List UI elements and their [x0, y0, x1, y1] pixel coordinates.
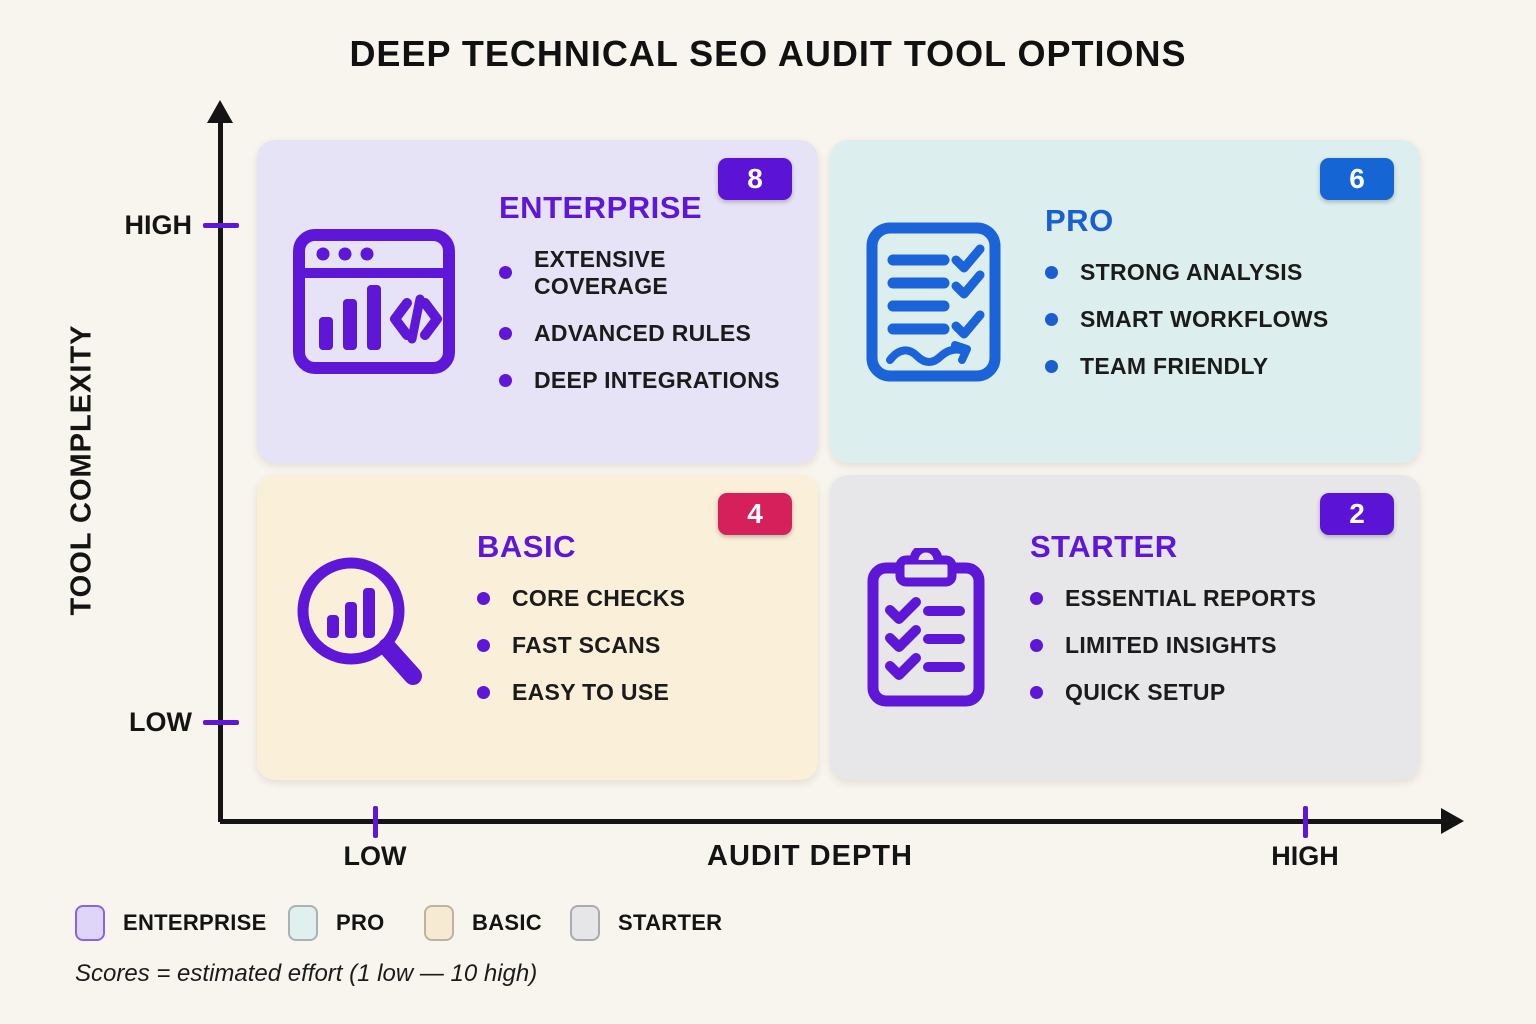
bullet-text: FAST SCANS: [512, 632, 661, 658]
bullet-dot: [1030, 639, 1043, 652]
clipboard-checklist-icon: [866, 543, 986, 708]
y-axis-label-high: HIGH: [124, 210, 193, 240]
bullet-list: CORE CHECKS FAST SCANS EASY TO USE: [477, 585, 685, 706]
quadrant-card-enterprise: 8 ENTERPRISE EXTENSIVE COVERAGE ADVANCED…: [257, 140, 818, 463]
bullet-text: LIMITED INSIGHTS: [1065, 632, 1277, 658]
legend-label: PRO: [336, 910, 385, 935]
bullet-item: STRONG ANALYSIS: [1045, 259, 1329, 286]
card-title: ENTERPRISE: [499, 189, 703, 225]
bullet-dot: [499, 326, 512, 340]
bullet-list: ESSENTIAL REPORTS LIMITED INSIGHTS QUICK…: [1030, 585, 1316, 706]
bullet-text: ADVANCED RULES: [534, 319, 752, 346]
bullet-list: STRONG ANALYSIS SMART WORKFLOWS TEAM FRI…: [1045, 259, 1329, 380]
legend-item-enterprise: ENTERPRISE: [75, 905, 267, 941]
bullet-dot: [1045, 360, 1058, 373]
legend-item-starter: STARTER: [570, 905, 722, 941]
bullet-item: DEEP INTEGRATIONS: [499, 367, 782, 394]
x-axis-label-high: HIGH: [1271, 841, 1339, 871]
y-axis-label-low: LOW: [129, 707, 192, 737]
legend-label: BASIC: [472, 910, 542, 935]
x-axis-title: AUDIT DEPTH: [707, 840, 913, 872]
bullet-text: STRONG ANALYSIS: [1080, 259, 1303, 285]
document-checklist-icon: [866, 222, 1001, 382]
legend-item-basic: BASIC: [424, 905, 542, 941]
bullet-item: LIMITED INSIGHTS: [1030, 632, 1316, 659]
bullet-text: SMART WORKFLOWS: [1080, 306, 1329, 332]
card-content: ENTERPRISE EXTENSIVE COVERAGE ADVANCED R…: [499, 190, 782, 414]
bullet-item: EASY TO USE: [477, 679, 685, 706]
legend-label: ENTERPRISE: [123, 910, 267, 935]
bullet-text: ESSENTIAL REPORTS: [1065, 585, 1317, 611]
bullet-list: EXTENSIVE COVERAGE ADVANCED RULES DEEP I…: [499, 246, 782, 394]
quadrant-card-starter: 2 STARTER ESSENTIAL REPORTS LIMITED INSI…: [830, 475, 1420, 780]
legend-item-pro: PRO: [288, 905, 385, 941]
bullet-item: ESSENTIAL REPORTS: [1030, 585, 1316, 612]
page-title: DEEP TECHNICAL SEO AUDIT TOOL OPTIONS: [349, 33, 1187, 74]
bullet-text: QUICK SETUP: [1065, 679, 1226, 705]
card-content: PRO STRONG ANALYSIS SMART WORKFLOWS TEAM…: [1045, 203, 1329, 400]
bullet-text: EXTENSIVE COVERAGE: [534, 245, 669, 299]
score-badge: 6: [1320, 158, 1394, 200]
y-axis-tick-low: [203, 720, 239, 725]
bullet-text: CORE CHECKS: [512, 585, 686, 611]
bullet-text: DEEP INTEGRATIONS: [534, 366, 780, 393]
bullet-dot: [1030, 686, 1043, 699]
card-content: BASIC CORE CHECKS FAST SCANS EASY TO USE: [477, 529, 685, 726]
bullet-item: CORE CHECKS: [477, 585, 685, 612]
bullet-dot: [499, 266, 512, 279]
bullet-dot: [477, 686, 490, 699]
bullet-dot: [1045, 313, 1058, 326]
x-axis-label-low: LOW: [343, 841, 407, 871]
x-axis-tick-low: [373, 806, 378, 838]
card-title: BASIC: [477, 529, 576, 564]
legend-swatch-enterprise: [75, 905, 105, 941]
bullet-item: QUICK SETUP: [1030, 679, 1316, 706]
bullet-item: TEAM FRIENDLY: [1045, 353, 1329, 380]
card-content: STARTER ESSENTIAL REPORTS LIMITED INSIGH…: [1030, 529, 1316, 726]
legend-label: STARTER: [618, 910, 723, 935]
scores-footnote: Scores = estimated effort (1 low — 10 hi…: [75, 960, 538, 987]
score-badge: 8: [718, 158, 792, 200]
legend-swatch-starter: [570, 905, 600, 941]
y-axis-line: [218, 112, 223, 822]
score-badge: 2: [1320, 493, 1394, 535]
y-axis-tick-high: [203, 223, 239, 228]
browser-analytics-code-icon: [293, 229, 455, 374]
bullet-item: EXTENSIVE COVERAGE: [499, 246, 782, 300]
x-axis-tick-high: [1303, 806, 1308, 838]
card-title: PRO: [1045, 203, 1114, 238]
quadrant-card-pro: 6 PRO STRONG ANALYSIS SMART WORKFLOWS TE…: [830, 140, 1420, 463]
bullet-dot: [499, 373, 512, 387]
bullet-item: SMART WORKFLOWS: [1045, 306, 1329, 333]
bullet-dot: [477, 592, 490, 605]
bullet-text: TEAM FRIENDLY: [1080, 353, 1269, 379]
bullet-dot: [477, 639, 490, 652]
bullet-item: ADVANCED RULES: [499, 320, 782, 347]
legend-swatch-pro: [288, 905, 318, 941]
bullet-item: FAST SCANS: [477, 632, 685, 659]
card-title: STARTER: [1030, 529, 1178, 564]
bullet-text: EASY TO USE: [512, 679, 670, 705]
quadrant-card-basic: 4 BASIC CORE CHECKS FAST SCANS EASY TO U…: [257, 475, 818, 780]
score-badge: 4: [718, 493, 792, 535]
legend-swatch-basic: [424, 905, 454, 941]
bullet-dot: [1045, 266, 1058, 279]
x-axis-line: [220, 819, 1444, 824]
y-axis-arrow-icon: [207, 100, 233, 123]
magnifier-chart-icon: [293, 555, 433, 700]
x-axis-arrow-icon: [1441, 808, 1464, 834]
y-axis-title: TOOL COMPLEXITY: [65, 324, 98, 616]
bullet-dot: [1030, 592, 1043, 605]
